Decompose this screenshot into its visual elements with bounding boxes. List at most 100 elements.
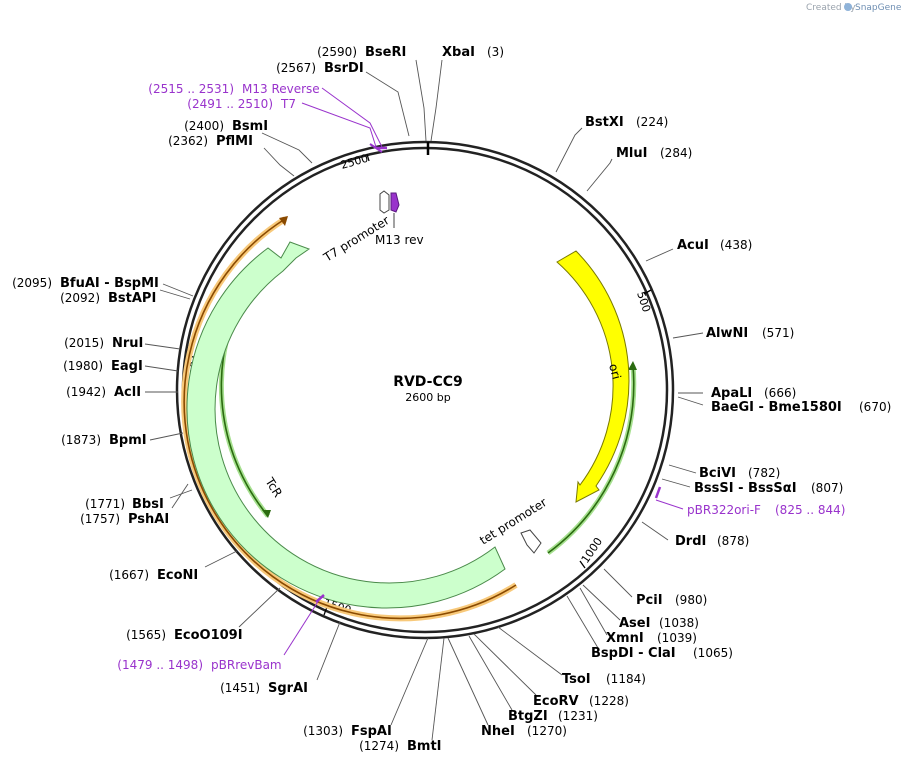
orf-orange-halo: [181, 216, 518, 622]
site-eagi[interactable]: (1980) EagI: [63, 359, 143, 374]
primer-pbrrevbam[interactable]: (1479 .. 1498) pBRrevBam: [117, 658, 281, 672]
leader-bcivi: [668, 464, 697, 474]
snapgene-logo-icon: [844, 3, 852, 11]
site-bstapi[interactable]: (2092) BstAPI: [60, 291, 156, 306]
leader-bseri: [415, 59, 427, 142]
tick-1000: 1000: [579, 535, 605, 565]
site-ecoo109i[interactable]: (1565) EcoO109I: [126, 628, 242, 643]
site-mlui[interactable]: MluI (284): [616, 146, 692, 161]
leader-pbr322ori: [655, 499, 684, 510]
site-sgrai[interactable]: (1451) SgrAI: [220, 681, 308, 696]
t7-primer-marker: [369, 143, 383, 153]
leader-btgzi: [468, 635, 513, 711]
leader-bspdi: [566, 595, 599, 649]
site-drdi[interactable]: DrdI (878): [675, 534, 749, 549]
primer-name: pBRrevBam: [211, 658, 282, 672]
plasmid-name: RVD-CC9: [393, 374, 463, 390]
site-name: EcoRV: [533, 694, 579, 709]
primer-name: M13 Reverse: [242, 82, 320, 96]
leader-sgrai: [316, 621, 341, 681]
site-position: (1065): [693, 646, 733, 660]
leader-m13-reverse: [321, 87, 383, 148]
site-pcii[interactable]: PciI (980): [636, 593, 707, 608]
site-bseri[interactable]: (2590) BseRI: [317, 45, 406, 60]
primer-range: (825 .. 844): [775, 503, 845, 517]
site-position: (2092): [60, 291, 100, 305]
site-name: BspDI - ClaI: [591, 646, 676, 661]
site-name: EcoO109I: [174, 628, 243, 643]
site-ecorv[interactable]: EcoRV (1228): [533, 694, 629, 709]
primer-range: (2491 .. 2510): [187, 97, 273, 111]
site-name: BciVI: [699, 466, 736, 481]
leader-bpmi: [149, 432, 184, 441]
pbrrevbam-marker: [315, 594, 325, 603]
tcr-feature[interactable]: [186, 241, 506, 609]
site-bspdi[interactable]: BspDI - ClaI (1065): [591, 646, 733, 661]
plasmid-length: 2600 bp: [405, 391, 450, 404]
tet-promoter-feature[interactable]: [520, 529, 542, 554]
site-bsrdi[interactable]: (2567) BsrDI: [276, 61, 364, 76]
site-asei[interactable]: AseI (1038): [619, 616, 699, 631]
t7-promoter-feature[interactable]: [379, 190, 390, 214]
primer-m13-reverse[interactable]: (2515 .. 2531) M13 Reverse: [148, 82, 319, 96]
site-acli[interactable]: (1942) AclI: [66, 385, 141, 400]
site-bcivi[interactable]: BciVI (782): [699, 466, 780, 481]
site-position: (1565): [126, 628, 166, 642]
site-position: (2015): [64, 336, 104, 350]
site-bbsi[interactable]: (1771) BbsI: [85, 497, 164, 512]
primer-name: pBR322ori-F: [687, 503, 761, 517]
site-pflmi[interactable]: (2362) PflMI: [168, 134, 253, 149]
primer-t7[interactable]: (2491 .. 2510) T7: [187, 97, 296, 111]
site-name: NruI: [112, 336, 143, 351]
site-bfuai[interactable]: (2095) BfuAI - BspMI: [12, 276, 159, 291]
ori-feature[interactable]: [556, 250, 630, 503]
site-position: (1231): [558, 709, 598, 723]
site-name: BstXI: [585, 115, 624, 130]
site-name: BseRI: [365, 45, 406, 60]
ori-label: ori: [606, 362, 624, 381]
site-bsmi[interactable]: (2400) BsmI: [184, 119, 268, 134]
site-position: (1303): [303, 724, 343, 738]
site-name: BmtI: [407, 739, 442, 754]
site-name: PflMI: [216, 134, 253, 149]
site-name: BstAPI: [108, 291, 156, 306]
site-bstxi[interactable]: BstXI (224): [585, 115, 668, 130]
site-xbai[interactable]: XbaI (3): [442, 45, 504, 60]
site-tsoi[interactable]: TsoI (1184): [562, 672, 646, 687]
pbr322ori-marker: [654, 486, 662, 499]
leader-nrui: [144, 343, 181, 350]
site-econi[interactable]: (1667) EcoNI: [109, 568, 198, 583]
site-bpmi[interactable]: (1873) BpmI: [61, 433, 147, 448]
site-alwni[interactable]: AlwNI (571): [706, 326, 794, 341]
site-pshai[interactable]: (1757) PshAI: [80, 512, 169, 527]
leader-xmni: [579, 587, 608, 636]
leader-fspai: [390, 637, 429, 726]
m13-rev-feature[interactable]: [390, 192, 400, 213]
leader-bfuai: [162, 283, 194, 297]
site-xmni[interactable]: XmnI (1039): [606, 631, 697, 646]
site-name: BsrDI: [324, 61, 364, 76]
site-name: TsoI: [562, 672, 591, 687]
site-bsssi[interactable]: BssSI - BssSαI (807): [694, 481, 843, 496]
leader-tsoi: [497, 626, 563, 676]
primer-name: T7: [280, 97, 296, 111]
primer-pbr322ori-f[interactable]: pBR322ori-F (825 .. 844): [687, 503, 845, 517]
site-position: (2095): [12, 276, 52, 290]
site-fspai[interactable]: (1303) FspAI: [303, 724, 392, 739]
orf-green-right-arc: [547, 365, 635, 554]
site-nhei[interactable]: NheI (1270): [481, 724, 567, 739]
site-bmti[interactable]: (1274) BmtI: [359, 739, 441, 754]
leader-acui: [645, 248, 674, 262]
snapgene-brand-text: SnapGene: [855, 3, 902, 13]
leader-drdi: [641, 521, 669, 541]
leader-pshai: [171, 483, 189, 509]
site-acui[interactable]: AcuI (438): [677, 238, 752, 253]
site-apali[interactable]: ApaLI (666): [711, 386, 796, 401]
site-name: BsmI: [232, 119, 268, 134]
site-btgzi[interactable]: BtgZI (1231): [508, 709, 598, 724]
site-nrui[interactable]: (2015) NruI: [64, 336, 143, 351]
site-position: (1667): [109, 568, 149, 582]
site-baegi[interactable]: BaeGI - Bme1580I (670): [711, 400, 891, 415]
